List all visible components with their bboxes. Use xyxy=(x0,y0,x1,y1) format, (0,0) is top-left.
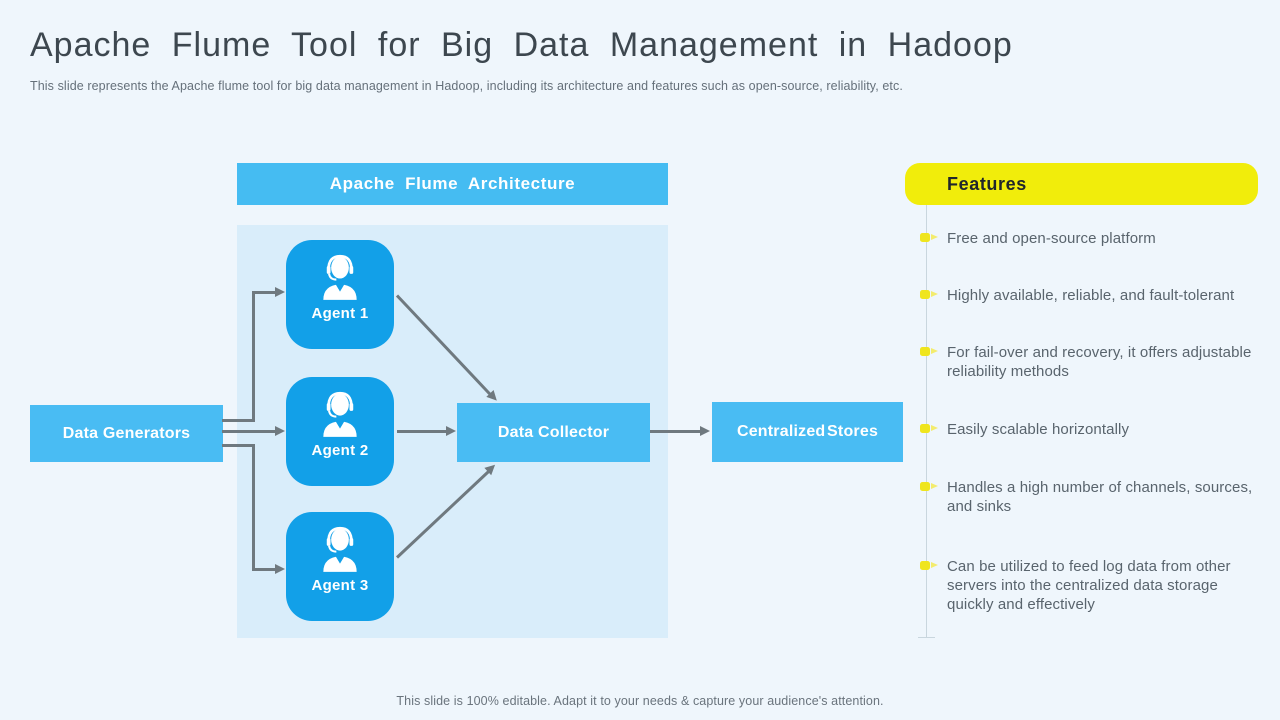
features-guide-line xyxy=(926,205,927,637)
node-data-generators: Data Generators xyxy=(30,405,223,462)
feature-item: Easily scalable horizontally xyxy=(920,420,1268,439)
feature-text: Easily scalable horizontally xyxy=(947,421,1130,438)
architecture-banner-label: Apache Flume Architecture xyxy=(329,174,576,193)
feature-item: Can be utilized to feed log data from ot… xyxy=(920,557,1268,614)
agent-3-box: Agent 3 xyxy=(286,512,394,621)
bullet-arrow-icon xyxy=(920,290,938,300)
agent-headset-icon xyxy=(323,254,357,300)
feature-item: Highly available, reliable, and fault-to… xyxy=(920,286,1268,305)
agent-label: Agent 3 xyxy=(311,577,369,594)
agent-label: Agent 1 xyxy=(311,305,369,322)
node-centralized-stores: Centralized Stores xyxy=(712,402,903,462)
agent-1-box: Agent 1 xyxy=(286,240,394,349)
feature-text: For fail-over and recovery, it offers ad… xyxy=(947,344,1252,380)
agent-2-box: Agent 2 xyxy=(286,377,394,486)
connector-vertical-up xyxy=(252,292,255,422)
connector-generators-branch-top xyxy=(222,419,255,422)
architecture-banner: Apache Flume Architecture xyxy=(237,163,668,205)
page-subtitle: This slide represents the Apache flume t… xyxy=(30,79,903,93)
connector-generators-branch-bottom xyxy=(222,444,255,447)
feature-text: Handles a high number of channels, sourc… xyxy=(947,479,1253,515)
connector-vertical-down xyxy=(252,444,255,571)
feature-text: Can be utilized to feed log data from ot… xyxy=(947,558,1231,613)
bullet-arrow-icon xyxy=(920,347,938,357)
agent-headset-icon xyxy=(323,391,357,437)
bullet-arrow-icon xyxy=(920,561,938,571)
bullet-arrow-icon xyxy=(920,424,938,434)
node-data-collector: Data Collector xyxy=(457,403,650,462)
arrow-to-agent-3 xyxy=(252,564,285,574)
feature-item: For fail-over and recovery, it offers ad… xyxy=(920,343,1268,381)
feature-item: Free and open-source platform xyxy=(920,229,1268,248)
bullet-arrow-icon xyxy=(920,233,938,243)
feature-item: Handles a high number of channels, sourc… xyxy=(920,478,1268,516)
page-title: Apache Flume Tool for Big Data Managemen… xyxy=(30,26,1013,64)
feature-text: Free and open-source platform xyxy=(947,230,1156,247)
arrow-agent2-to-collector xyxy=(397,426,456,436)
arrow-to-agent-1 xyxy=(252,287,285,297)
features-banner: Features xyxy=(905,163,1258,205)
feature-text: Highly available, reliable, and fault-to… xyxy=(947,287,1235,304)
arrow-collector-to-stores xyxy=(650,426,710,436)
footer-note: This slide is 100% editable. Adapt it to… xyxy=(396,694,884,708)
agent-headset-icon xyxy=(323,526,357,572)
features-heading: Features xyxy=(947,173,1027,194)
bullet-arrow-icon xyxy=(920,482,938,492)
agent-label: Agent 2 xyxy=(311,442,369,459)
arrow-to-agent-2 xyxy=(222,426,285,436)
features-guide-tick xyxy=(918,637,935,638)
